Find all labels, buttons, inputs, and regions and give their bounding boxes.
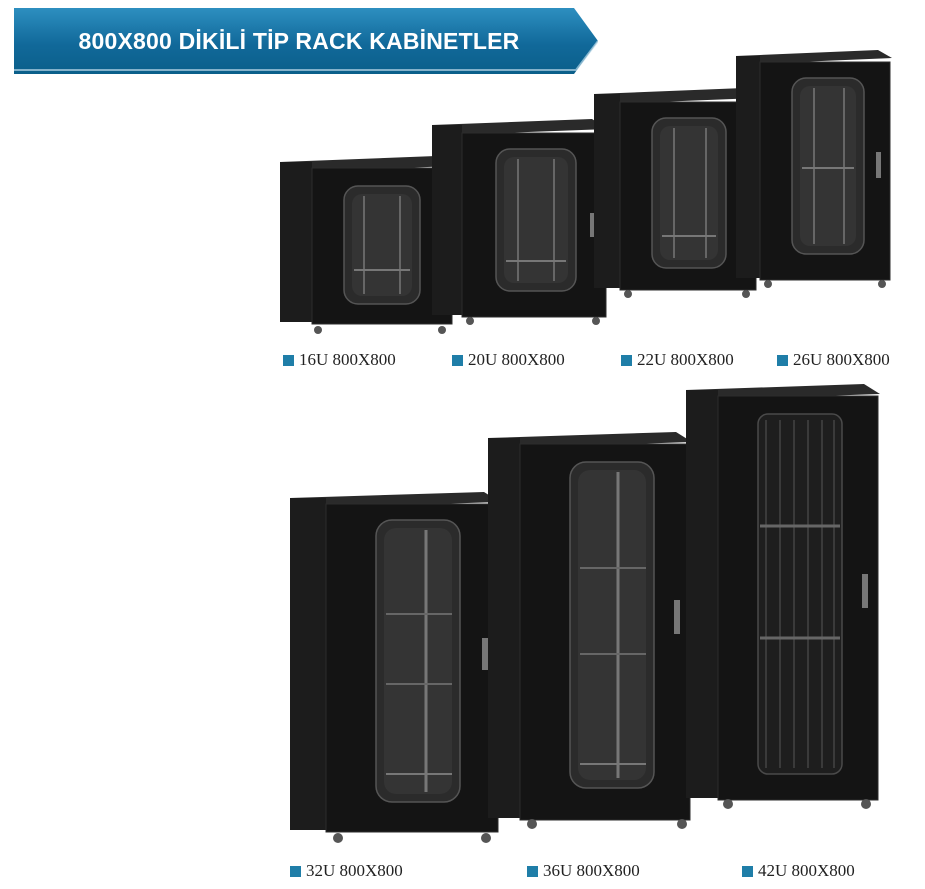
product-label-16u: 16U 800X800 (283, 351, 396, 369)
product-label-36u: 36U 800X800 (527, 862, 640, 880)
cabinet-42u-image (684, 380, 882, 810)
label-square-icon (527, 866, 538, 877)
cabinet-20u-image (430, 115, 610, 325)
product-label-26u: 26U 800X800 (777, 351, 890, 369)
product-label-32u: 32U 800X800 (290, 862, 403, 880)
label-square-icon (777, 355, 788, 366)
banner-arrow-shape (14, 8, 598, 74)
cabinet-16u-image (278, 150, 456, 334)
cabinet-36u-image (486, 428, 694, 830)
product-label-22u: 22U 800X800 (621, 351, 734, 369)
page-title: 800X800 DİKİLİ TİP RACK KABİNETLER (78, 28, 520, 54)
label-square-icon (621, 355, 632, 366)
label-square-icon (283, 355, 294, 366)
product-label-20u: 20U 800X800 (452, 351, 565, 369)
cabinet-32u-image (288, 488, 502, 844)
title-banner: 800X800 DİKİLİ TİP RACK KABİNETLER (14, 8, 598, 74)
cabinet-22u-image (592, 86, 760, 298)
cabinet-26u-image (734, 48, 894, 288)
product-label-42u: 42U 800X800 (742, 862, 855, 880)
label-square-icon (452, 355, 463, 366)
label-square-icon (742, 866, 753, 877)
label-square-icon (290, 866, 301, 877)
